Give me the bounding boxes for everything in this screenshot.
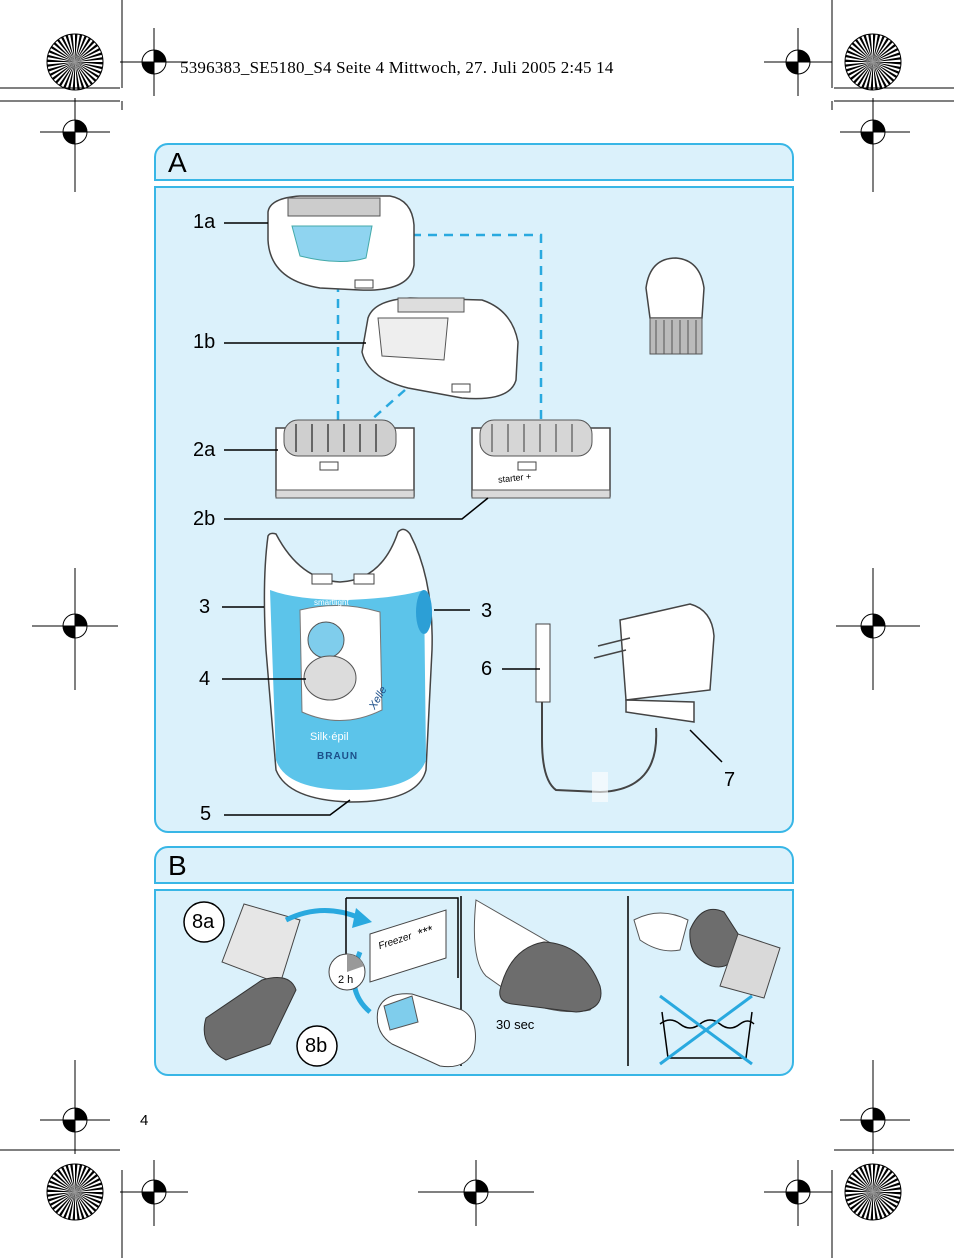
callout-2b: 2b [193,508,216,530]
callout-8b: 8b [305,1035,328,1057]
callout-1a: 1a [193,211,216,233]
print-slug: 5396383_SE5180_S4 Seite 4 Mittwoch, 27. … [180,58,614,77]
callout-4: 4 [199,668,211,690]
starburst-mark [46,1163,104,1221]
shaver-head-1a [267,195,415,291]
time-30sec-label: 30 sec [496,1017,535,1032]
callout-3-right: 3 [481,600,493,622]
callout-6: 6 [481,658,493,680]
time-2h-label: 2 h [338,974,354,986]
callout-8a: 8a [192,911,215,933]
epilator-device [263,528,433,803]
epilator-head-2b [471,419,611,499]
section-b-letter: B [168,850,187,881]
epilator-head-2a [275,419,415,499]
callout-5: 5 [200,803,212,825]
callout-2a: 2a [193,439,216,461]
callout-3-left: 3 [199,596,211,618]
page-number: 4 [140,1112,149,1129]
section-a-letter: A [168,147,187,178]
callout-1b: 1b [193,331,216,353]
trimmer-cap-1b [361,297,519,400]
section-a-tab: A [154,143,794,181]
maker-logo: BRAUN [317,751,359,762]
starburst-mark [46,33,104,91]
section-b-tab: B [154,846,794,884]
smartlight-label: smartlight [314,598,349,607]
callout-7: 7 [724,769,736,791]
starburst-mark [844,1163,902,1221]
brand-line-label: Silk·épil [310,731,349,743]
cleaning-brush [645,257,705,355]
charger-plug [593,603,715,723]
starburst-mark [844,33,902,91]
